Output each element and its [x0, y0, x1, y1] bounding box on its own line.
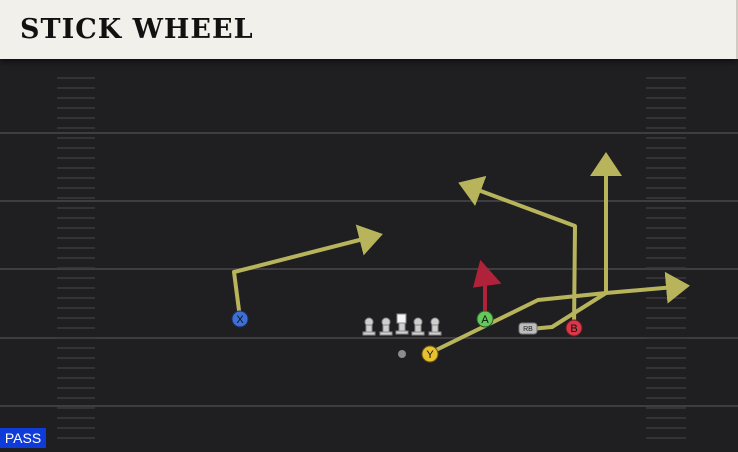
b-route — [458, 175, 577, 329]
svg-text:A: A — [481, 314, 489, 326]
yard-lines — [0, 132, 738, 407]
routes — [232, 152, 690, 355]
player-x[interactable]: X — [231, 310, 249, 328]
lineman-right-tackle — [428, 317, 442, 336]
player-b[interactable]: B — [565, 319, 583, 337]
hash-marks — [57, 77, 686, 439]
x-route — [232, 224, 383, 319]
y-route — [429, 271, 690, 355]
center — [395, 313, 409, 335]
player-rb[interactable]: RB — [518, 322, 538, 335]
title-bar: STICK WHEEL — [0, 0, 738, 59]
rb-route — [529, 152, 622, 331]
play-title: STICK WHEEL — [20, 14, 254, 45]
play-field: X A Y B RB — [0, 60, 738, 448]
svg-text:X: X — [236, 314, 244, 326]
lineman-left-tackle — [362, 317, 376, 336]
svg-text:B: B — [570, 323, 577, 335]
player-y[interactable]: Y — [421, 345, 439, 363]
offensive-line — [362, 313, 442, 336]
pass-badge: PASS — [0, 428, 46, 448]
player-a[interactable]: A — [476, 310, 494, 328]
a-block-route — [473, 259, 502, 318]
play-diagram: X A Y B RB — [0, 77, 738, 439]
svg-text:Y: Y — [426, 349, 434, 361]
quarterback-marker — [398, 350, 406, 358]
lineman-right-guard — [411, 317, 425, 336]
lineman-left-guard — [379, 317, 393, 336]
svg-text:RB: RB — [523, 326, 533, 333]
